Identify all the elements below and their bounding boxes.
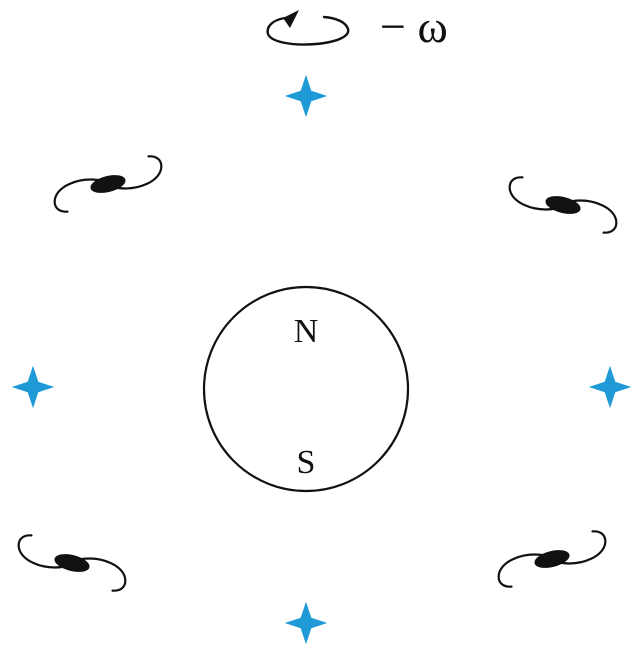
- galaxy-icon-upper-left: [48, 152, 168, 216]
- galaxy-icon-lower-left: [12, 531, 132, 595]
- globe-circle: [202, 285, 410, 493]
- star-icon-left: [11, 365, 55, 409]
- galaxy-icon-upper-right: [503, 173, 623, 237]
- globe: N S: [202, 285, 410, 493]
- north-pole-label: N: [294, 313, 319, 350]
- south-pole-label: S: [297, 444, 316, 481]
- counterclockwise-rotation-icon: [266, 10, 350, 46]
- galaxy-icon-lower-right: [492, 527, 612, 591]
- star-icon-bottom: [284, 601, 328, 645]
- galaxy-group: [12, 152, 623, 595]
- star-icon-right: [588, 365, 632, 409]
- rotation-indicator: − ω: [266, 1, 448, 52]
- star-icon-top: [284, 74, 328, 118]
- angular-velocity-label: − ω: [380, 1, 448, 52]
